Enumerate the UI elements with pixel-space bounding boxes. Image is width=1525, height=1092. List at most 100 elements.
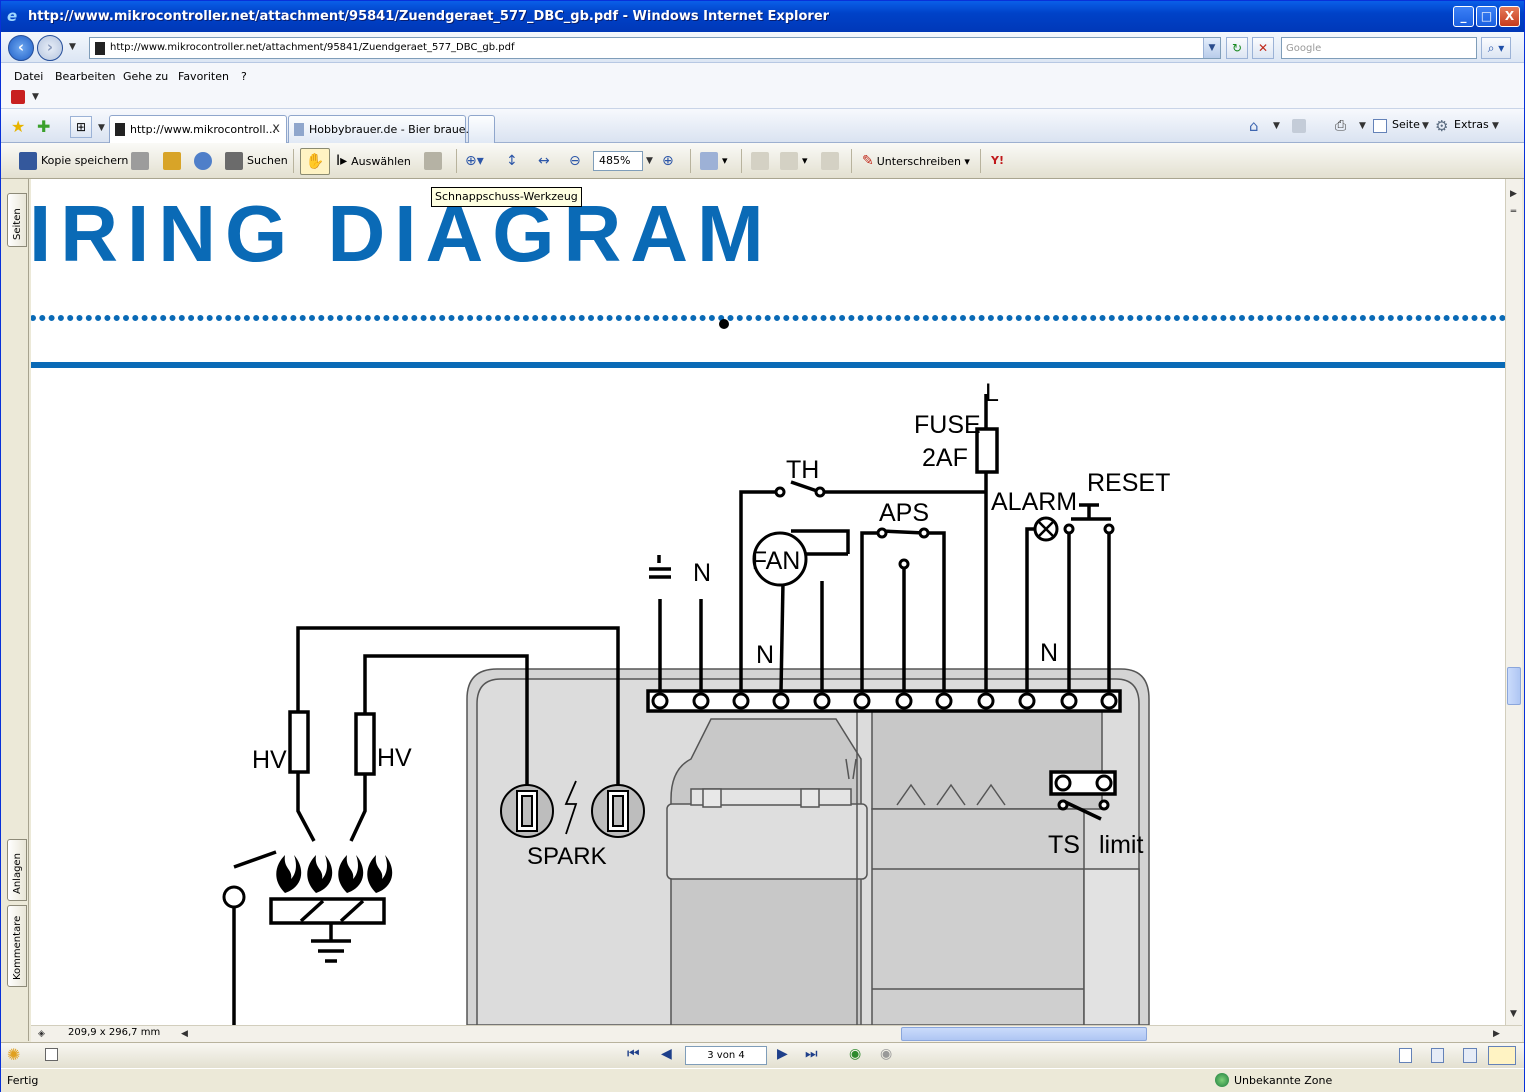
- search-input[interactable]: Google: [1281, 37, 1477, 59]
- minimize-button[interactable]: _: [1453, 6, 1474, 27]
- organizer-icon: [163, 152, 181, 170]
- select-tool-button[interactable]: I▸Auswählen: [336, 149, 411, 173]
- select-tool-label: Auswählen: [351, 155, 411, 168]
- tab-comments[interactable]: Kommentare: [7, 905, 27, 987]
- page-menu-dropdown-icon[interactable]: ▼: [1422, 121, 1429, 131]
- binoculars-icon: [225, 152, 243, 170]
- acrobat-icon[interactable]: [11, 90, 25, 104]
- refresh-button[interactable]: ↻: [1226, 37, 1248, 59]
- tab-pages[interactable]: Seiten: [7, 193, 27, 247]
- menu-gehe-zu[interactable]: Gehe zu: [123, 70, 169, 83]
- stop-button[interactable]: ✕: [1252, 37, 1274, 59]
- title-bar: e http://www.mikrocontroller.net/attachm…: [1, 1, 1524, 32]
- scroll-up-icon[interactable]: ▶: [1510, 189, 1517, 199]
- spellcheck-icon: [751, 152, 769, 170]
- page-menu-label[interactable]: Seite: [1392, 118, 1420, 131]
- scroll-right-icon[interactable]: ▶: [1493, 1029, 1500, 1039]
- first-page-button[interactable]: ⏮: [627, 1046, 640, 1062]
- tab-attachments[interactable]: Anlagen: [7, 839, 27, 901]
- next-page-button[interactable]: ▶: [777, 1046, 788, 1062]
- vertical-scroll-thumb[interactable]: [1507, 667, 1521, 705]
- label-l: L: [985, 379, 999, 407]
- email-button[interactable]: [194, 149, 216, 173]
- status-text: Fertig: [7, 1074, 39, 1087]
- horizontal-scroll-thumb[interactable]: [901, 1027, 1147, 1041]
- address-url: http://www.mikrocontroller.net/attachmen…: [110, 42, 515, 53]
- address-dropdown-icon[interactable]: ▼: [1203, 38, 1220, 58]
- add-favorite-icon[interactable]: ✚: [37, 117, 51, 136]
- window-title: http://www.mikrocontroller.net/attachmen…: [28, 9, 830, 24]
- zoom-in-button[interactable]: ⊕: [662, 153, 674, 169]
- zoom-in-tool-button[interactable]: ⊕▾: [465, 153, 484, 169]
- split-handle-icon[interactable]: ═: [1510, 207, 1517, 217]
- undo-button[interactable]: ▾: [780, 149, 808, 173]
- vertical-scrollbar[interactable]: ▶ ═ ▼: [1505, 179, 1522, 1025]
- zoom-out-button[interactable]: ⊖: [569, 153, 581, 169]
- blue-rule: [31, 362, 1505, 368]
- panel-toggle-icon[interactable]: [45, 1048, 58, 1061]
- page-number-input[interactable]: 3 von 4: [685, 1046, 767, 1065]
- history-dropdown-icon[interactable]: ▼: [69, 42, 76, 52]
- yahoo-button[interactable]: Y!: [991, 154, 1004, 167]
- organizer-button[interactable]: [163, 149, 185, 173]
- menu-favoriten[interactable]: Favoriten: [178, 70, 229, 83]
- single-page-icon[interactable]: [1399, 1048, 1412, 1063]
- extras-menu-label[interactable]: Extras: [1454, 118, 1489, 131]
- search-button[interactable]: ⌕ ▾: [1481, 37, 1511, 59]
- address-field[interactable]: http://www.mikrocontroller.net/attachmen…: [89, 37, 1221, 59]
- menu-bearbeiten[interactable]: Bearbeiten: [55, 70, 116, 83]
- pdf-page-view[interactable]: IRING DIAGRAM: [31, 179, 1505, 1025]
- sign-button[interactable]: ✎Unterschreiben ▾: [862, 153, 970, 169]
- rotate-button[interactable]: ▾: [700, 149, 728, 173]
- scroll-left-icon[interactable]: ◀: [181, 1029, 188, 1039]
- back-button[interactable]: ‹: [8, 35, 34, 61]
- zoom-level-input[interactable]: 485%: [593, 151, 643, 171]
- fit-page-button[interactable]: ↕: [506, 153, 518, 169]
- acrobat-toolbar: Kopie speichern Suchen ✋ I▸Auswählen ⊕▾ …: [1, 143, 1524, 179]
- scroll-down-icon[interactable]: ▼: [1510, 1009, 1517, 1019]
- facing-pages-icon[interactable]: [1463, 1048, 1477, 1063]
- menu-help[interactable]: ?: [241, 70, 247, 83]
- terminal-screws: [222, 486, 1118, 909]
- next-view-button[interactable]: ◉: [880, 1046, 893, 1062]
- favorites-star-icon[interactable]: ★: [11, 117, 26, 136]
- previous-page-button[interactable]: ◀: [661, 1046, 672, 1062]
- menu-datei[interactable]: Datei: [14, 70, 44, 83]
- label-n-alarm: N: [1040, 639, 1058, 667]
- print-button[interactable]: [131, 149, 153, 173]
- last-page-button[interactable]: ⏭: [805, 1046, 818, 1062]
- feeds-icon[interactable]: [1292, 119, 1306, 133]
- tab-list-dropdown-icon[interactable]: ▼: [98, 123, 105, 133]
- tab-close-icon[interactable]: x: [272, 121, 280, 136]
- snapshot-tool-button[interactable]: [424, 149, 446, 173]
- sign-label: Unterschreiben: [876, 155, 961, 168]
- close-button[interactable]: X: [1499, 6, 1520, 27]
- spellcheck-button[interactable]: [751, 149, 773, 173]
- save-copy-button[interactable]: Kopie speichern: [19, 149, 128, 173]
- maximize-button[interactable]: □: [1476, 6, 1497, 27]
- fit-width-button[interactable]: ↔: [538, 153, 550, 169]
- menu-row: Datei Bearbeiten Gehe zu Favoriten ? ▼: [1, 63, 1524, 109]
- continuous-facing-icon[interactable]: [1488, 1046, 1516, 1065]
- tab-pdf[interactable]: http://www.mikrocontroll... x: [109, 115, 287, 143]
- copy-icon: [821, 152, 839, 170]
- copy-button[interactable]: [821, 149, 843, 173]
- forward-button[interactable]: ›: [37, 35, 63, 61]
- how-to-icon[interactable]: ✺: [7, 1045, 21, 1064]
- zoom-dropdown-icon[interactable]: ▼: [646, 156, 653, 166]
- previous-view-button[interactable]: ◉: [849, 1046, 862, 1062]
- wiring-diagram: IRING DIAGRAM: [31, 189, 1505, 1025]
- home-dropdown-icon[interactable]: ▼: [1273, 121, 1280, 131]
- horizontal-scrollbar[interactable]: ◈ 209,9 x 296,7 mm ◀ ▶: [31, 1025, 1522, 1042]
- hand-tool-button[interactable]: ✋: [300, 148, 330, 175]
- extras-dropdown-icon[interactable]: ▼: [1492, 121, 1499, 131]
- tab-hobbybrauer[interactable]: Hobbybrauer.de - Bier braue...: [288, 115, 476, 143]
- print-dropdown-icon[interactable]: ▼: [1359, 121, 1366, 131]
- quick-tabs-button[interactable]: ⊞: [70, 116, 92, 138]
- print-icon[interactable]: ⎙: [1335, 118, 1347, 134]
- acrobat-dropdown-icon[interactable]: ▼: [32, 92, 39, 102]
- continuous-page-icon[interactable]: [1431, 1048, 1444, 1063]
- new-tab-button[interactable]: [468, 115, 495, 143]
- home-icon[interactable]: ⌂: [1249, 117, 1259, 135]
- search-doc-button[interactable]: Suchen: [225, 149, 288, 173]
